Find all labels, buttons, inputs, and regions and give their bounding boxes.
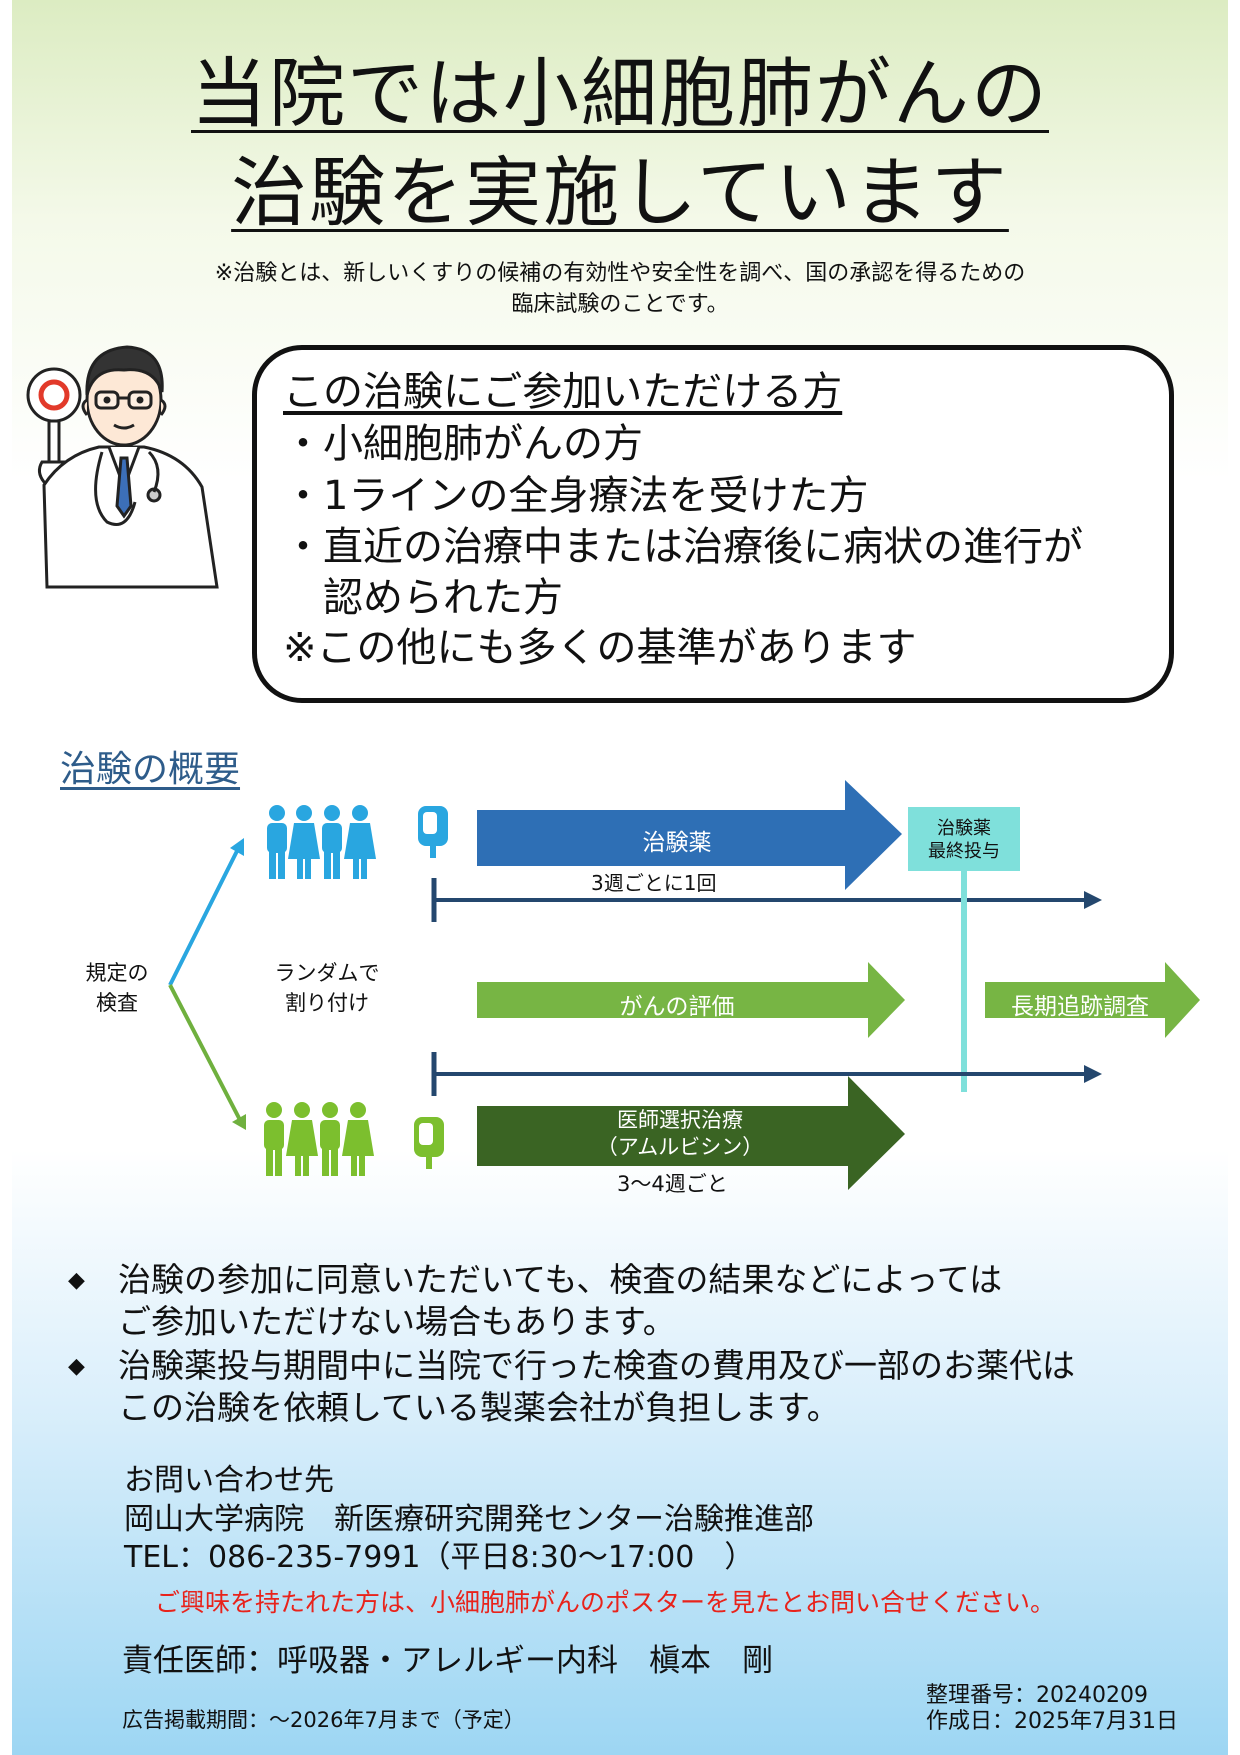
eligibility-item: ・小細胞肺がんの方 xyxy=(283,421,643,467)
contact-heading: お問い合わせ先 xyxy=(124,1463,334,1498)
created-date: 作成日：2025年7月31日 xyxy=(926,1709,1178,1734)
control-interval: 3～4週ごと xyxy=(617,1172,728,1196)
followup-label: 長期追跡調査 xyxy=(1011,994,1149,1020)
iv-bag-icon xyxy=(414,1117,444,1169)
final-dose-label: 治験薬最終投与 xyxy=(928,818,1000,862)
contact-org: 岡山大学病院 新医療研究開発センター治験推進部 xyxy=(124,1502,814,1537)
followup-arrow xyxy=(985,962,1200,1038)
randomization-label: ランダムで割り付け xyxy=(274,961,380,1015)
control-arrow xyxy=(477,1076,905,1190)
iv-bag-icon xyxy=(418,806,448,858)
eligibility-heading: この治験にご参加いただける方 xyxy=(283,369,843,415)
drug-arrow xyxy=(477,780,902,890)
contact-tel: TEL：086-235-7991（平日8:30～17:00 ） xyxy=(124,1540,755,1575)
people-group-icon xyxy=(267,805,376,879)
ad-period: 広告掲載期間：～2026年7月まで（予定） xyxy=(122,1708,525,1732)
diamond-bullet-icon: ◆ xyxy=(68,1268,85,1293)
title-line-1: 当院では小細胞肺がんの xyxy=(191,49,1049,138)
evaluation-arrow xyxy=(477,962,905,1038)
poster-background xyxy=(12,0,1228,1755)
bullet-1: 治験の参加に同意いただいても、検査の結果などによってはご参加いただけない場合もあ… xyxy=(118,1260,1003,1341)
control-label: 医師選択治療（アムルビシン） xyxy=(596,1108,764,1159)
title-line-2: 治験を実施しています xyxy=(231,148,1009,237)
diamond-bullet-icon: ◆ xyxy=(68,1354,85,1379)
eligibility-item: ・直近の治療中または治療後に病状の進行が xyxy=(283,524,1083,570)
drug-interval: 3週ごとに1回 xyxy=(591,871,717,895)
responsible-physician: 責任医師：呼吸器・アレルギー内科 槇本 剛 xyxy=(122,1643,773,1679)
eligibility-item: 認められた方 xyxy=(283,575,563,621)
eligibility-footnote: ※この他にも多くの基準があります xyxy=(283,625,917,671)
eligibility-box xyxy=(252,345,1174,703)
overview-title: 治験の概要 xyxy=(60,749,241,790)
screening-label: 規定の検査 xyxy=(85,961,149,1015)
drug-label: 治験薬 xyxy=(642,830,712,856)
contact-notice: ご興味を持たれた方は、小細胞肺がんのポスターを見たとお問い合せください。 xyxy=(155,1588,1056,1617)
bullet-2: 治験薬投与期間中に当院で行った検査の費用及び一部のお薬代はこの治験を依頼している… xyxy=(118,1346,1075,1427)
note-line-2: 臨床試験のことです。 xyxy=(511,292,729,317)
final-dose-box xyxy=(908,807,1020,871)
eligibility-item: ・1ラインの全身療法を受けた方 xyxy=(283,473,869,519)
people-group-icon xyxy=(264,1102,374,1176)
study-design-diagram xyxy=(168,780,1200,1190)
ref-number: 整理番号：20240209 xyxy=(926,1683,1148,1708)
note-line-1: ※治験とは、新しいくすりの候補の有効性や安全性を調べ、国の承認を得るための xyxy=(214,261,1026,286)
doctor-illustration xyxy=(26,345,219,589)
evaluation-label: がんの評価 xyxy=(619,994,735,1020)
